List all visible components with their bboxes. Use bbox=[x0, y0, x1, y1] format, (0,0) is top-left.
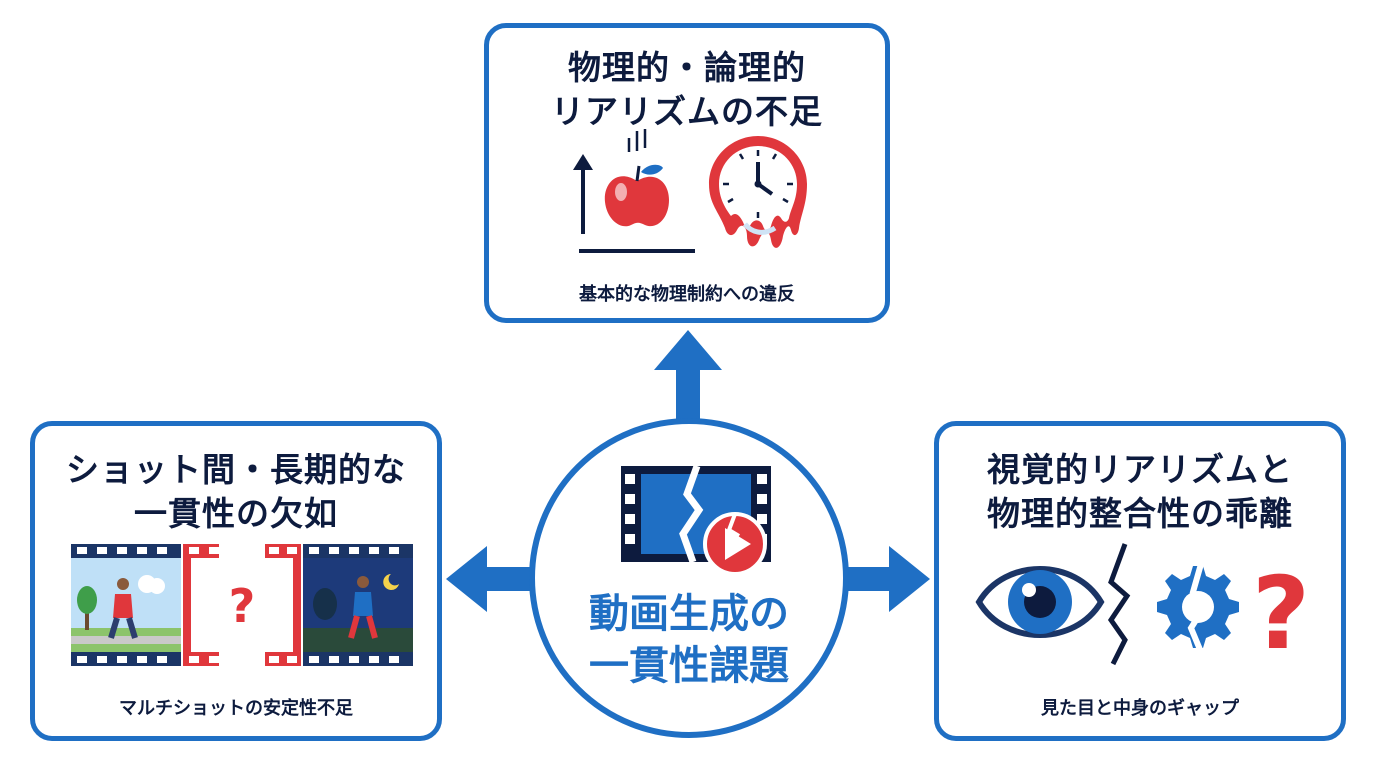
physical-realism-box: 物理的・論理的 リアリズムの不足 基本的な物理制 bbox=[484, 23, 890, 323]
title-line-2: リアリズムの不足 bbox=[551, 92, 823, 131]
physical-realism-title: 物理的・論理的 リアリズムの不足 bbox=[489, 46, 885, 134]
arrow-left bbox=[446, 546, 530, 612]
physical-realism-caption: 基本的な物理制約への違反 bbox=[579, 284, 795, 305]
center-topic-circle: 動画生成の 一貫性課題 bbox=[529, 418, 849, 738]
eye-icon bbox=[975, 566, 1105, 638]
visual-physical-gap-title: 視覚的リアリズムと 物理的整合性の乖離 bbox=[939, 448, 1341, 536]
title-line-2: 一貫性の欠如 bbox=[134, 494, 338, 533]
crack-icon bbox=[1107, 543, 1131, 666]
center-title-line-2: 一貫性課題 bbox=[589, 643, 789, 689]
center-title: 動画生成の 一貫性課題 bbox=[535, 588, 843, 692]
shot-consistency-box: ショット間・長期的な 一貫性の欠如 bbox=[30, 421, 442, 741]
arrow-up bbox=[654, 330, 722, 420]
question-mark-icon: ? bbox=[229, 579, 256, 633]
broken-film-play-icon bbox=[621, 464, 771, 576]
film-strip-sequence: ? bbox=[71, 544, 413, 666]
question-mark-icon: ? bbox=[1252, 555, 1310, 672]
film-strip-gap: ? bbox=[183, 544, 301, 666]
title-line-1: 視覚的リアリズムと bbox=[987, 450, 1293, 489]
center-title-line-1: 動画生成の bbox=[589, 591, 789, 637]
shot-consistency-caption: マルチショットの安定性不足 bbox=[119, 698, 353, 719]
title-line-1: 物理的・論理的 bbox=[568, 48, 806, 87]
arrow-right bbox=[846, 546, 930, 612]
title-line-1: ショット間・長期的な bbox=[66, 450, 406, 489]
visual-physical-gap-box: 視覚的リアリズムと 物理的整合性の乖離 ? 見た目と中身のギャップ bbox=[934, 421, 1346, 741]
shot-consistency-title: ショット間・長期的な 一貫性の欠如 bbox=[35, 448, 437, 536]
broken-gear-icon bbox=[1157, 563, 1239, 654]
film-strip-day-scene-icon bbox=[71, 544, 181, 666]
gap-icons: ? bbox=[975, 543, 1310, 672]
melting-clock-icon bbox=[709, 136, 807, 248]
film-strip-night-scene-icon bbox=[303, 544, 413, 666]
falling-apple-arrow-icon bbox=[573, 129, 695, 253]
title-line-2: 物理的整合性の乖離 bbox=[987, 494, 1293, 533]
visual-physical-gap-caption: 見た目と中身のギャップ bbox=[1041, 698, 1239, 719]
